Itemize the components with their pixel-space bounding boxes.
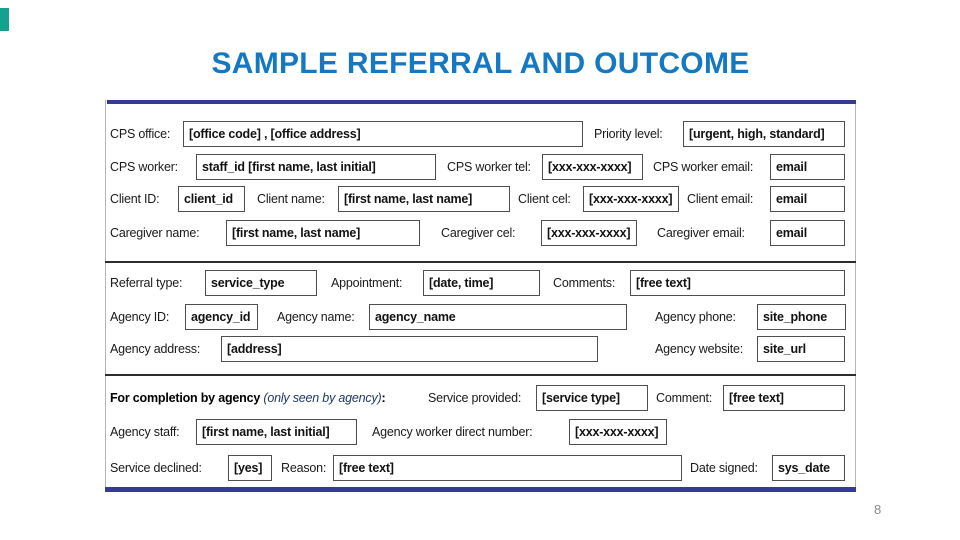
caregiver-cel-label: Caregiver cel: [441,226,516,240]
comments-field[interactable]: [free text] [630,270,845,296]
caregiver-name-label: Caregiver name: [110,226,200,240]
caregiver-email-field[interactable]: email [770,220,845,246]
comment-field[interactable]: [free text] [723,385,845,411]
completion-header-bold: For completion by agency [110,391,261,405]
agency-website-label: Agency website: [655,342,744,356]
cps-worker-email-label: CPS worker email: [653,160,754,174]
service-provided-label: Service provided: [428,391,522,405]
agency-phone-label: Agency phone: [655,310,736,324]
client-name-label: Client name: [257,192,325,206]
client-email-label: Client email: [687,192,754,206]
caregiver-email-label: Caregiver email: [657,226,745,240]
date-signed-field[interactable]: sys_date [772,455,845,481]
agency-address-field[interactable]: [address] [221,336,598,362]
page-title: SAMPLE REFERRAL AND OUTCOME [211,47,750,80]
client-id-field[interactable]: client_id [178,186,245,212]
agency-worker-number-field[interactable]: [xxx-xxx-xxxx] [569,419,667,445]
reason-label: Reason: [281,461,327,475]
cps-worker-field[interactable]: staff_id [first name, last initial] [196,154,436,180]
reason-field[interactable]: [free text] [333,455,682,481]
service-provided-field[interactable]: [service type] [536,385,648,411]
cps-worker-email-field[interactable]: email [770,154,845,180]
cps-office-label: CPS office: [110,127,171,141]
section-divider-1 [105,261,856,263]
client-name-field[interactable]: [first name, last name] [338,186,510,212]
completion-header-italic: (only seen by agency) [260,391,382,405]
teal-accent-mark [0,8,9,31]
cps-worker-tel-label: CPS worker tel: [447,160,531,174]
client-email-field[interactable]: email [770,186,845,212]
date-signed-label: Date signed: [690,461,758,475]
client-id-label: Client ID: [110,192,160,206]
client-cel-label: Client cel: [518,192,571,206]
appointment-field[interactable]: [date, time] [423,270,540,296]
agency-name-field[interactable]: agency_name [369,304,627,330]
form-bottom-rule [105,487,856,492]
agency-address-label: Agency address: [110,342,201,356]
agency-staff-label: Agency staff: [110,425,180,439]
agency-name-label: Agency name: [277,310,355,324]
referral-type-label: Referral type: [110,276,183,290]
agency-worker-number-label: Agency worker direct number: [372,425,533,439]
agency-id-label: Agency ID: [110,310,170,324]
agency-phone-field[interactable]: site_phone [757,304,846,330]
caregiver-name-field[interactable]: [first name, last name] [226,220,420,246]
caregiver-cel-field[interactable]: [xxx-xxx-xxxx] [541,220,637,246]
agency-id-field[interactable]: agency_id [185,304,258,330]
completion-section-header: For completion by agency (only seen by a… [110,385,386,411]
cps-worker-label: CPS worker: [110,160,178,174]
appointment-label: Appointment: [331,276,403,290]
priority-level-label: Priority level: [594,127,663,141]
page-number: 8 [874,502,882,517]
comments-label: Comments: [553,276,616,290]
section-divider-2 [105,374,856,376]
agency-staff-field[interactable]: [first name, last initial] [196,419,357,445]
cps-worker-tel-field[interactable]: [xxx-xxx-xxxx] [542,154,643,180]
service-declined-label: Service declined: [110,461,202,475]
cps-office-field[interactable]: [office code] , [office address] [183,121,583,147]
client-cel-field[interactable]: [xxx-xxx-xxxx] [583,186,679,212]
completion-header-colon: : [381,391,386,405]
priority-level-field[interactable]: [urgent, high, standard] [683,121,845,147]
service-declined-field[interactable]: [yes] [228,455,272,481]
referral-type-field[interactable]: service_type [205,270,317,296]
comment-label: Comment: [656,391,713,405]
form-top-rule [107,100,856,104]
agency-website-field[interactable]: site_url [757,336,845,362]
